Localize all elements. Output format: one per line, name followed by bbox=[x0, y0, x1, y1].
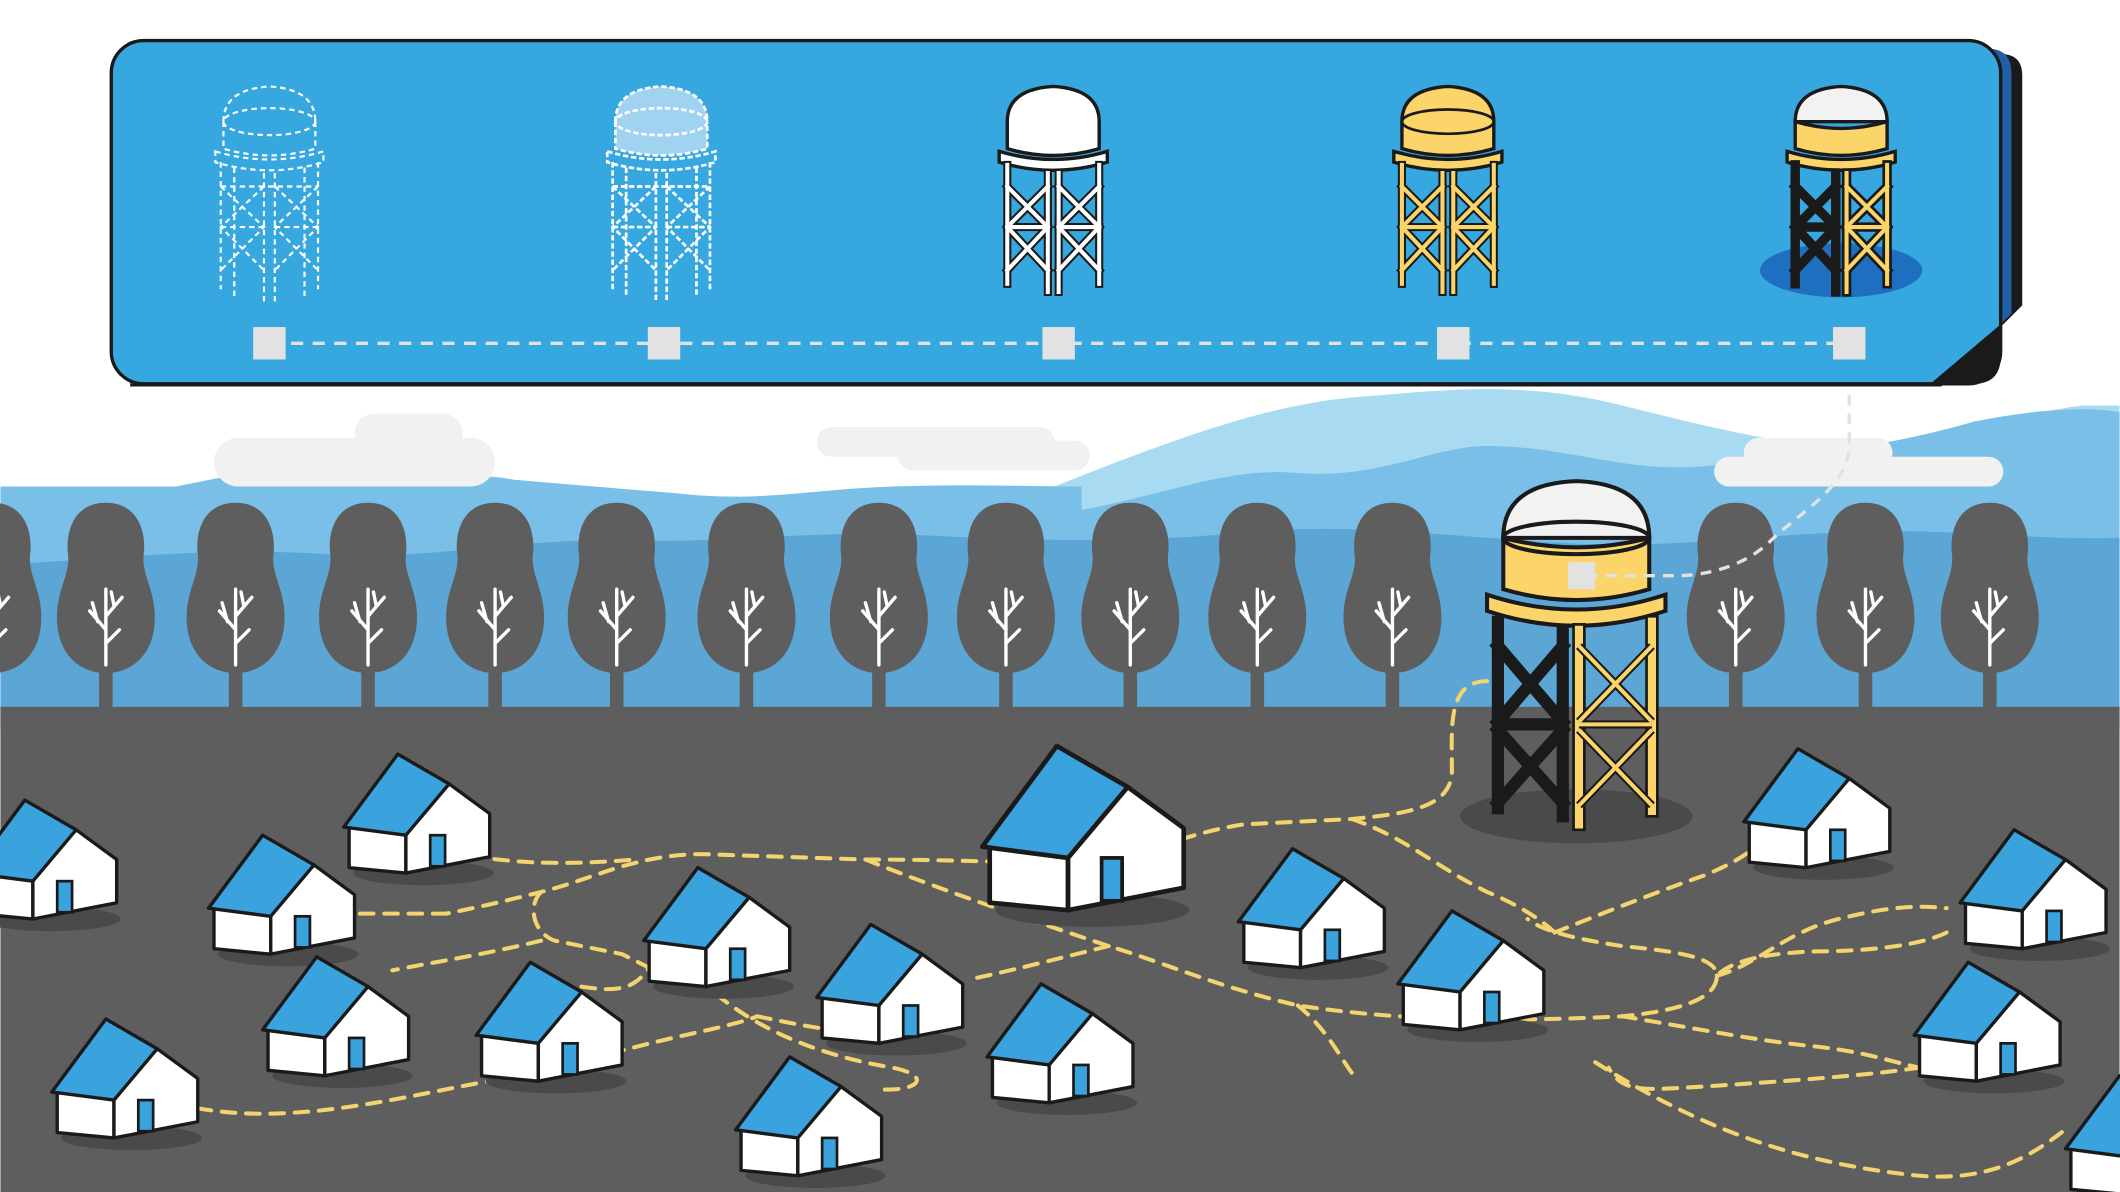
tower-stage-outlined bbox=[997, 84, 1109, 296]
timeline-node bbox=[1437, 327, 1470, 360]
tower-stage-draft bbox=[605, 85, 717, 305]
evolution-panel bbox=[109, 38, 2023, 387]
main-water-tower bbox=[1460, 479, 1693, 844]
timeline-node bbox=[253, 327, 286, 360]
mountain-front bbox=[0, 528, 2120, 730]
timeline-node bbox=[1833, 327, 1866, 360]
timeline-node bbox=[1042, 327, 1075, 360]
tower-stage-finished bbox=[1760, 84, 1923, 298]
cloud-right bbox=[1714, 437, 2004, 487]
panel-connector-line bbox=[1595, 356, 1851, 578]
cloud-center bbox=[816, 427, 1090, 471]
timeline-node bbox=[647, 327, 681, 360]
cloud-left bbox=[213, 413, 496, 487]
tower-stage-colored bbox=[1392, 84, 1504, 296]
tower-connector-node bbox=[1568, 562, 1596, 590]
